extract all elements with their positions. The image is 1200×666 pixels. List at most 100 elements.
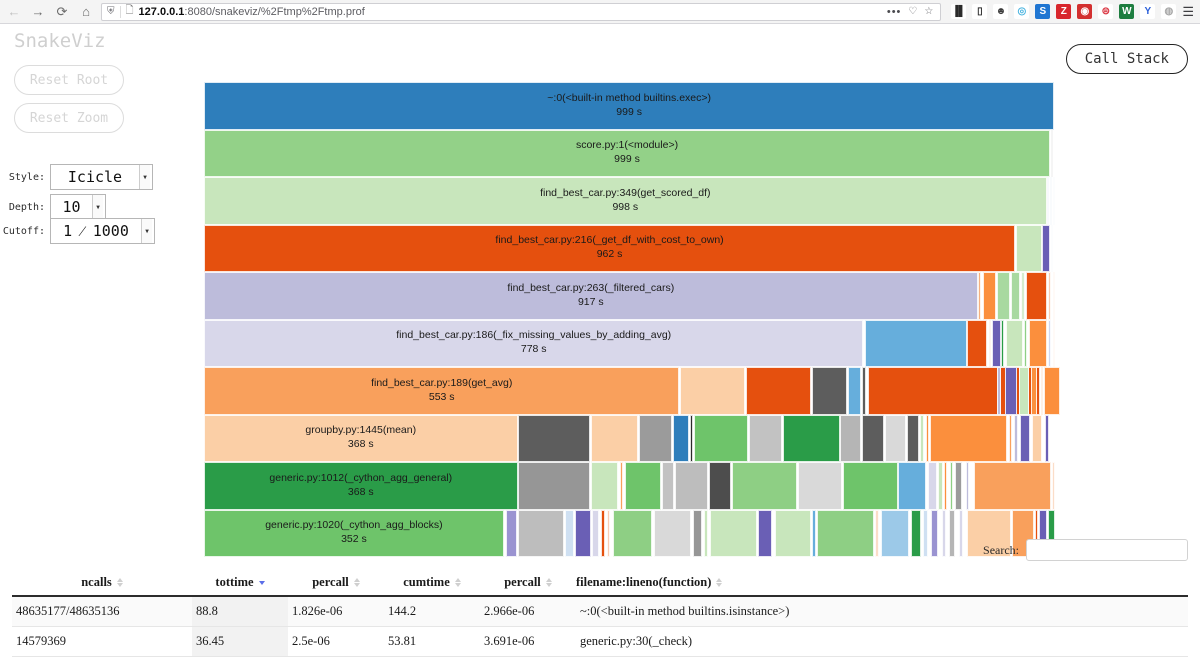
icicle-frame[interactable] <box>710 509 757 557</box>
account-icon[interactable]: ☻ <box>993 4 1009 19</box>
icicle-frame[interactable] <box>1019 367 1029 415</box>
icicle-frame[interactable] <box>965 462 970 510</box>
yandex-icon[interactable]: Y <box>1140 4 1156 19</box>
icicle-frame[interactable] <box>518 414 590 462</box>
icicle-frame[interactable] <box>884 414 907 462</box>
icicle-frame[interactable] <box>1048 272 1052 320</box>
chevron-down-icon[interactable]: ▼ <box>141 219 152 243</box>
reset-zoom-button[interactable]: Reset Zoom <box>14 103 124 133</box>
icicle-frame[interactable] <box>1009 414 1013 462</box>
icicle-frame-labeled[interactable]: generic.py:1012(_cython_agg_general)368 … <box>204 462 518 510</box>
icicle-frame[interactable] <box>1044 414 1050 462</box>
icicle-frame[interactable] <box>505 509 517 557</box>
icicle-frame[interactable] <box>1052 319 1056 367</box>
address-bar[interactable]: ⛨ 🗋 127.0.0.1:8080/snakeviz/%2Ftmp%2Ftmp… <box>101 2 942 21</box>
icicle-frame[interactable] <box>1050 177 1053 225</box>
shield-icon[interactable]: ⛨ <box>107 6 115 17</box>
icicle-frame[interactable] <box>1015 224 1042 272</box>
icicle-frame[interactable] <box>881 509 910 557</box>
zotero-icon[interactable]: Z <box>1056 4 1072 19</box>
icicle-frame[interactable] <box>1048 319 1052 367</box>
icicle-frame[interactable] <box>1010 272 1021 320</box>
icicle-frame[interactable] <box>1040 367 1044 415</box>
icicle-frame[interactable] <box>749 414 783 462</box>
icicle-frame-labeled[interactable]: score.py:1(<module>)999 s <box>204 129 1051 177</box>
icicle-frame[interactable] <box>661 462 675 510</box>
icicle-frame[interactable] <box>783 414 840 462</box>
icicle-frame[interactable] <box>575 509 591 557</box>
icicle-frame[interactable] <box>865 319 967 367</box>
icicle-frame[interactable] <box>1005 319 1023 367</box>
icicle-frame[interactable] <box>797 462 843 510</box>
icicle-frame[interactable] <box>840 414 861 462</box>
icicle-frame[interactable] <box>675 462 709 510</box>
icicle-frame[interactable] <box>941 509 947 557</box>
icicle-frame[interactable] <box>997 272 1010 320</box>
chevron-down-icon[interactable]: ▼ <box>92 195 103 219</box>
icicle-frame[interactable] <box>923 509 929 557</box>
icicle-frame[interactable] <box>757 509 773 557</box>
icicle-frame[interactable] <box>693 414 749 462</box>
icicle-frame-labeled[interactable]: find_best_car.py:216(_get_df_with_cost_t… <box>204 224 1016 272</box>
icicle-frame[interactable] <box>1021 272 1026 320</box>
wappalyzer-icon[interactable]: W <box>1119 4 1135 19</box>
icicle-frame[interactable] <box>875 509 879 557</box>
icicle-frame[interactable] <box>992 319 1001 367</box>
icicle-frame[interactable] <box>1001 319 1005 367</box>
icicle-frame[interactable] <box>1032 414 1043 462</box>
search-input[interactable] <box>1026 539 1188 561</box>
icicle-frame-labeled[interactable]: find_best_car.py:349(get_scored_df)998 s <box>204 177 1047 225</box>
icicle-frame[interactable] <box>590 414 638 462</box>
icicle-frame[interactable] <box>590 462 619 510</box>
icicle-frame[interactable] <box>1028 319 1048 367</box>
icicle-frame[interactable] <box>812 367 848 415</box>
icicle-frame[interactable] <box>997 367 1002 415</box>
icicle-frame[interactable] <box>745 367 812 415</box>
icicle-frame[interactable] <box>848 367 861 415</box>
icicle-frame[interactable] <box>1023 319 1028 367</box>
simplelogin-icon[interactable]: S <box>1035 4 1051 19</box>
icicle-frame[interactable] <box>898 462 926 510</box>
icicle-frame[interactable] <box>988 319 991 367</box>
icicle-frame[interactable] <box>1031 367 1038 415</box>
icicle-frame[interactable] <box>1052 272 1056 320</box>
icicle-frame[interactable] <box>958 509 964 557</box>
icicle-frame[interactable] <box>1042 224 1050 272</box>
icicle-frame[interactable] <box>919 414 924 462</box>
icicle-frame[interactable] <box>1014 414 1019 462</box>
icicle-frame[interactable] <box>606 509 610 557</box>
column-header-ncalls[interactable]: ncalls <box>12 575 192 595</box>
library-icon[interactable]: ▐▌ <box>951 4 967 19</box>
sort-desc-icon[interactable] <box>258 580 265 585</box>
icicle-frame[interactable] <box>1051 462 1056 510</box>
icicle-frame[interactable] <box>565 509 574 557</box>
icicle-frame[interactable] <box>709 462 732 510</box>
icicle-frame[interactable] <box>689 414 693 462</box>
back-icon[interactable]: ← <box>7 4 21 19</box>
icicle-frame[interactable] <box>948 509 956 557</box>
sort-toggle-icon[interactable] <box>454 578 461 587</box>
icicle-frame[interactable] <box>518 462 590 510</box>
icicle-frame[interactable] <box>732 462 797 510</box>
icicle-frame[interactable] <box>928 462 937 510</box>
icicle-frame[interactable] <box>949 462 953 510</box>
icicle-frame[interactable] <box>672 414 689 462</box>
sort-toggle-icon[interactable] <box>716 578 723 587</box>
column-header-cumtime[interactable]: cumtime <box>384 575 480 595</box>
column-header-percall2[interactable]: percall <box>480 575 576 595</box>
column-header-tottime[interactable]: tottime <box>192 575 288 595</box>
icicle-frame-labeled[interactable]: generic.py:1020(_cython_agg_blocks)352 s <box>204 509 504 557</box>
icicle-frame-labeled[interactable]: find_best_car.py:186(_fix_missing_values… <box>204 319 864 367</box>
icicle-frame[interactable] <box>930 509 939 557</box>
icicle-frame[interactable] <box>774 509 812 557</box>
column-header-filename[interactable]: filename:lineno(function) <box>576 575 723 595</box>
icicle-frame[interactable] <box>925 414 929 462</box>
icicle-frame[interactable] <box>861 367 867 415</box>
icicle-frame[interactable] <box>624 462 661 510</box>
icicle-frame[interactable] <box>1047 177 1050 225</box>
bookmark-star-icon[interactable]: ☆ <box>924 6 934 17</box>
forward-icon[interactable]: → <box>31 4 45 19</box>
sort-toggle-icon[interactable] <box>545 578 552 587</box>
icicle-frame-labeled[interactable]: find_best_car.py:263(_filtered_cars)917 … <box>204 272 978 320</box>
